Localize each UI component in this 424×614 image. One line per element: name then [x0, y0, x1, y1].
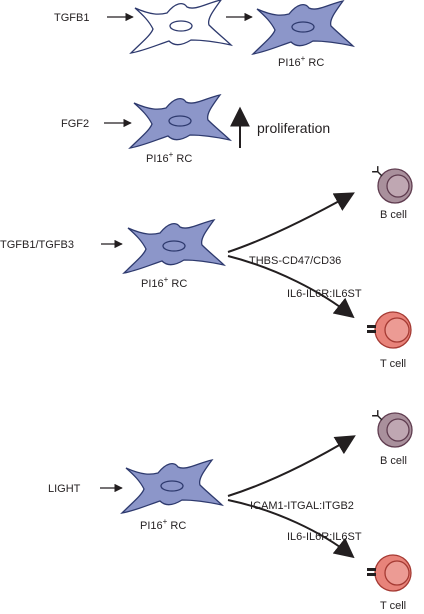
- b-interaction-label: THBS-CD47/CD36: [249, 255, 341, 267]
- b-interaction-label: ICAM1-ITGAL:ITGB2: [250, 500, 354, 512]
- t-cell-label: T cell: [380, 600, 406, 612]
- pi16-rc-fibroblast-icon: [129, 94, 231, 149]
- t-cell-icon: [367, 311, 412, 349]
- rc-label: PI16+ RC: [140, 517, 186, 532]
- pi16-rc-fibroblast-icon: [121, 459, 223, 514]
- panel-tgfb1-tgfb3: TGFB1/TGFB3 PI16+ RC THBS-CD47/CD36 IL6-…: [0, 165, 413, 370]
- quiescent-fibroblast-icon: [130, 0, 232, 54]
- pi16-rc-fibroblast-icon: [252, 0, 354, 55]
- rc-label: PI16+ RC: [278, 54, 324, 69]
- pi16-rc-fibroblast-icon: [123, 219, 225, 274]
- arrow-to-t-cell: [227, 499, 355, 559]
- stimulus-label: TGFB1: [54, 12, 89, 24]
- proliferation-label: proliferation: [257, 120, 330, 136]
- panel-light: LIGHT PI16+ RC ICAM1-ITGAL:ITGB2 IL6-IL6…: [48, 409, 413, 612]
- stimulus-label: LIGHT: [48, 483, 81, 495]
- b-cell-icon: [371, 165, 413, 204]
- rc-label: PI16+ RC: [146, 150, 192, 165]
- b-cell-icon: [371, 409, 413, 448]
- panel-tgfb1: TGFB1 PI16+ RC: [54, 0, 354, 69]
- arrow-to-b-cell: [227, 192, 355, 253]
- t-interaction-label: IL6-IL6R:IL6ST: [287, 288, 362, 300]
- rc-label: PI16+ RC: [141, 275, 187, 290]
- arrow-to-t-cell: [227, 255, 355, 319]
- stimulus-label: FGF2: [61, 118, 89, 130]
- stimulus-label: TGFB1/TGFB3: [0, 239, 74, 251]
- b-cell-label: B cell: [380, 209, 407, 221]
- t-interaction-label: IL6-IL6R:IL6ST: [287, 531, 362, 543]
- t-cell-label: T cell: [380, 358, 406, 370]
- arrow-to-b-cell: [227, 435, 356, 497]
- t-cell-icon: [367, 554, 412, 592]
- b-cell-label: B cell: [380, 455, 407, 467]
- panel-fgf2: FGF2 PI16+ RC proliferation: [61, 94, 330, 165]
